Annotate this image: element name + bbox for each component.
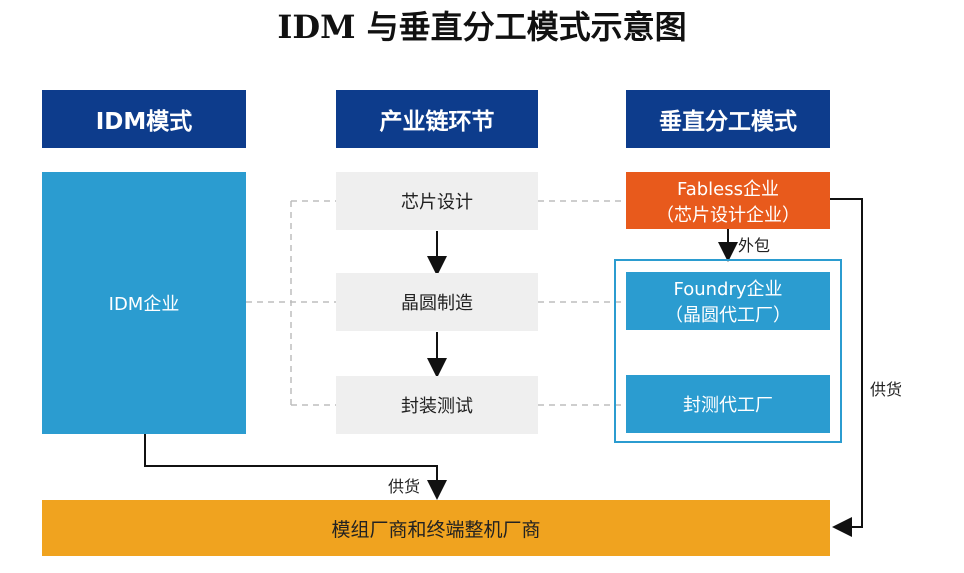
supply-label-right: 供货 [870,380,903,399]
chain-step-package-test: 封装测试 [336,376,538,434]
outsource-label: 外包 [738,236,771,255]
chain-step-chip-design: 芯片设计 [336,172,538,230]
idm-company-box: IDM企业 [42,172,246,434]
bottom-bar-module-oem: 模组厂商和终端整机厂商 [42,500,830,556]
foundry-frame [614,259,842,443]
osat-box: 封测代工厂 [626,375,830,433]
fabless-line1: Fabless企业 [677,178,779,200]
header-industry-chain: 产业链环节 [336,90,538,148]
header-vertical-mode: 垂直分工模式 [626,90,830,148]
diagram-title: IDM 与垂直分工模式示意图 [277,8,687,46]
fabless-box: Fabless企业 （芯片设计企业） [626,172,830,229]
chain-flow-arrows [144,198,863,537]
foundry-line2: （晶圆代工厂） [665,305,791,326]
header-idm-mode: IDM模式 [42,90,246,148]
idm-company-label: IDM企业 [108,294,180,315]
dashed-links [246,200,626,406]
supply-label-left: 供货 [388,477,421,496]
foundry-line1: Foundry企业 [673,279,783,300]
osat-label: 封测代工厂 [683,395,773,416]
foundry-box: Foundry企业 （晶圆代工厂） [626,272,830,330]
chain-step-wafer-fab: 晶圆制造 [336,273,538,331]
fabless-line2: （芯片设计企业） [656,204,800,226]
